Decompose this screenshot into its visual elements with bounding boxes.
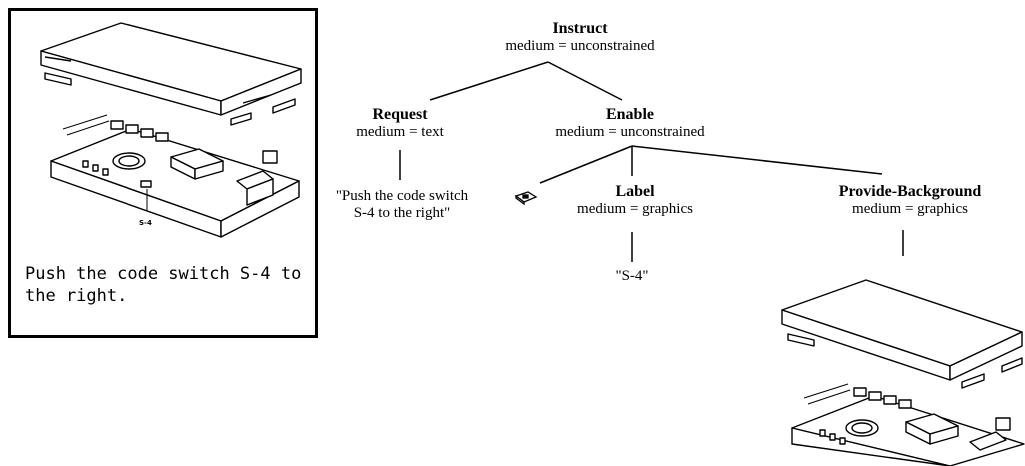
edge-enable-background: [631, 145, 883, 175]
device-illustration: S-4: [40, 22, 302, 238]
switch-callout-label: S-4: [139, 219, 152, 227]
node-instruct: Instruct medium = unconstrained: [470, 20, 690, 55]
node-request-title: Request: [372, 106, 428, 123]
background-device-illustration: [781, 279, 1025, 466]
node-label: Label medium = graphics: [560, 183, 710, 218]
figure-panel: S-4 Push the code switch S-4 to the righ…: [8, 8, 318, 338]
node-label-medium: medium = graphics: [577, 201, 693, 217]
label-leaf-text: "S-4": [615, 268, 649, 284]
node-label-title: Label: [615, 183, 655, 200]
request-leaf-text: "Push the code switch S-4 to the right": [322, 188, 482, 222]
edge-instruct-request: [429, 61, 549, 101]
node-enable-medium: medium = unconstrained: [555, 124, 705, 140]
node-provide-background: Provide-Background medium = graphics: [815, 183, 1005, 218]
edge-enable-icon: [539, 145, 633, 184]
request-leaf-line2: S-4 to the right": [353, 205, 451, 221]
node-request-medium: medium = text: [356, 124, 444, 140]
node-enable-title: Enable: [605, 106, 654, 123]
edge-instruct-enable: [547, 61, 623, 101]
node-request: Request medium = text: [340, 106, 460, 141]
node-instruct-title: Instruct: [552, 20, 608, 37]
node-instruct-medium: medium = unconstrained: [505, 38, 655, 54]
node-enable: Enable medium = unconstrained: [530, 106, 730, 141]
switch-icon: [514, 191, 538, 206]
request-leaf-line1: "Push the code switch: [335, 188, 469, 204]
node-provide-background-medium: medium = graphics: [852, 201, 968, 217]
node-provide-background-title: Provide-Background: [838, 183, 982, 200]
figure-caption: Push the code switch S-4 to the right.: [25, 264, 302, 306]
